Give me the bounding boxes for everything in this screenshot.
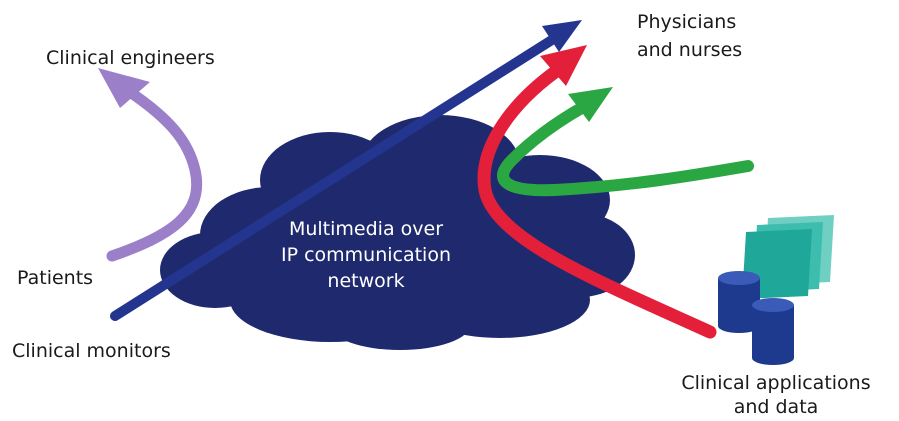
clinical-monitors-label: Clinical monitors [12, 340, 171, 362]
clinical-apps-label-line2: and data [733, 396, 819, 418]
blue-arrow [110, 20, 582, 321]
clinical-engineers-label: Clinical engineers [46, 47, 215, 69]
physicians-label-line1: Physicians [637, 11, 737, 33]
clinical-apps-label-line1: Clinical applications [681, 372, 871, 394]
purple-arrow [98, 68, 203, 262]
cloud-label-line1: Multimedia over [288, 218, 444, 240]
database-icon [752, 298, 794, 365]
green-arrow [497, 87, 754, 197]
cloud-label-line2: IP communication [280, 244, 452, 266]
patients-label: Patients [17, 267, 94, 289]
cloud-label-line3: network [327, 270, 405, 292]
red-arrow [477, 45, 717, 339]
physicians-label-line2: and nurses [637, 39, 743, 61]
